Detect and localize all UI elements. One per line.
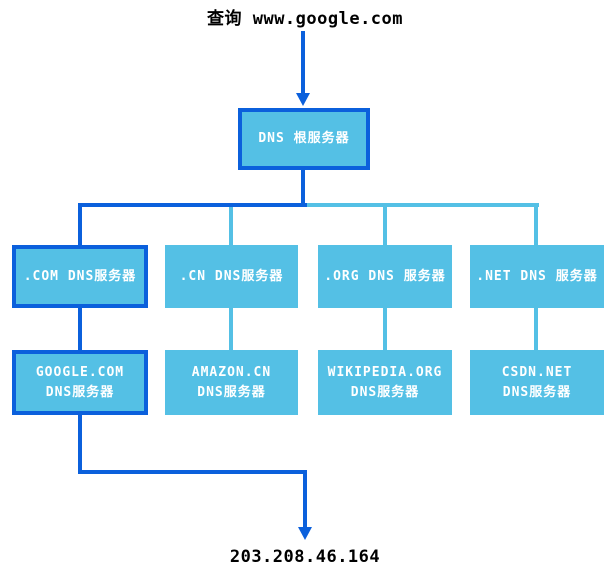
tld-box-com: .COM DNS服务器	[12, 245, 148, 308]
result-path-vertical-left	[78, 415, 82, 474]
result-path-vertical-right	[303, 470, 307, 527]
tld-com-label: .COM DNS服务器	[23, 268, 137, 284]
auth-csdn-line2: DNS服务器	[502, 384, 572, 400]
drop-com-line	[78, 203, 82, 245]
root-server-box: DNS 根服务器	[238, 108, 370, 170]
auth-box-csdn: CSDN.NET DNS服务器	[470, 350, 604, 415]
auth-csdn-line1: CSDN.NET	[501, 364, 573, 380]
auth-box-amazon: AMAZON.CN DNS服务器	[165, 350, 298, 415]
auth-amazon-line2: DNS服务器	[197, 384, 266, 400]
connector-google-line	[78, 308, 82, 350]
junction-line-light	[307, 203, 539, 207]
result-path-horizontal	[78, 470, 307, 474]
auth-box-google: GOOGLE.COM DNS服务器	[12, 350, 148, 415]
result-arrowhead-icon	[298, 527, 312, 540]
root-stem-line	[301, 170, 305, 203]
tld-box-cn: .CN DNS服务器	[165, 245, 298, 308]
junction-line-dark	[78, 203, 307, 207]
query-arrow-line	[301, 31, 305, 93]
auth-box-wikipedia: WIKIPEDIA.ORG DNS服务器	[318, 350, 452, 415]
auth-amazon-line1: AMAZON.CN	[191, 364, 272, 380]
connector-amazon-line	[229, 308, 233, 350]
connector-csdn-line	[534, 308, 538, 350]
auth-google-line2: DNS服务器	[45, 384, 115, 400]
tld-org-label: .ORG DNS 服务器	[324, 268, 446, 284]
connector-wikipedia-line	[383, 308, 387, 350]
result-ip-label: 203.208.46.164	[229, 547, 381, 567]
auth-google-line1: GOOGLE.COM	[35, 364, 125, 380]
tld-cn-label: .CN DNS服务器	[179, 268, 284, 284]
query-arrowhead-icon	[296, 93, 310, 106]
root-server-label: DNS 根服务器	[258, 131, 350, 146]
query-label: 查询 www.google.com	[206, 9, 404, 29]
tld-net-label: .NET DNS 服务器	[476, 268, 598, 284]
drop-net-line	[534, 207, 538, 245]
tld-box-org: .ORG DNS 服务器	[318, 245, 452, 308]
auth-wikipedia-line2: DNS服务器	[350, 384, 420, 400]
auth-wikipedia-line1: WIKIPEDIA.ORG	[327, 364, 443, 380]
drop-org-line	[383, 207, 387, 245]
drop-cn-line	[229, 207, 233, 245]
tld-box-net: .NET DNS 服务器	[470, 245, 604, 308]
